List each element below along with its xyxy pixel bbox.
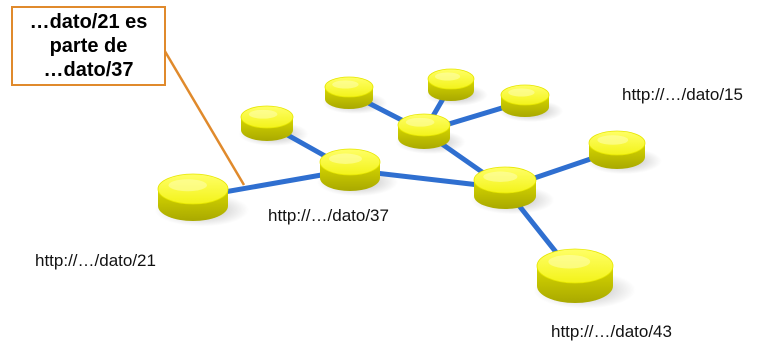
node-top bbox=[240, 105, 294, 129]
node-top bbox=[500, 84, 550, 106]
label-dato-37: http://…/dato/37 bbox=[268, 206, 389, 225]
node-nMid bbox=[397, 113, 451, 149]
node-highlight bbox=[405, 117, 435, 127]
node-n21 bbox=[157, 173, 229, 221]
node-n15 bbox=[588, 130, 646, 169]
label-dato-21: http://…/dato/21 bbox=[35, 251, 156, 270]
network-nodes bbox=[157, 68, 646, 303]
node-top bbox=[427, 68, 475, 90]
node-highlight bbox=[248, 109, 278, 119]
node-nT2 bbox=[427, 68, 475, 101]
node-nT3 bbox=[500, 84, 550, 117]
callout-line-3: …dato/37 bbox=[43, 59, 134, 81]
node-n37 bbox=[319, 148, 381, 191]
node-highlight bbox=[434, 72, 461, 81]
callout-line-2: parte de bbox=[49, 35, 128, 57]
label-dato-15: http://…/dato/15 bbox=[622, 85, 743, 104]
callout-line-1: …dato/21 es bbox=[29, 11, 148, 33]
node-top bbox=[324, 76, 374, 98]
callout-box: …dato/21 es parte de …dato/37 bbox=[11, 6, 166, 86]
node-highlight bbox=[332, 80, 359, 89]
callout-connector-line bbox=[161, 47, 246, 186]
node-highlight bbox=[548, 254, 591, 269]
node-highlight bbox=[597, 135, 629, 145]
node-top bbox=[588, 130, 646, 156]
node-nTL bbox=[240, 105, 294, 141]
node-highlight bbox=[483, 171, 518, 182]
node-highlight bbox=[329, 153, 362, 164]
node-highlight bbox=[168, 179, 207, 192]
node-nT1 bbox=[324, 76, 374, 109]
node-top bbox=[319, 148, 381, 176]
node-top bbox=[473, 166, 537, 194]
node-top bbox=[157, 173, 229, 205]
node-nHub bbox=[473, 166, 537, 209]
node-top bbox=[397, 113, 451, 137]
node-highlight bbox=[508, 88, 535, 97]
node-top bbox=[536, 248, 614, 284]
node-n43 bbox=[536, 248, 614, 303]
label-dato-43: http://…/dato/43 bbox=[551, 322, 672, 341]
